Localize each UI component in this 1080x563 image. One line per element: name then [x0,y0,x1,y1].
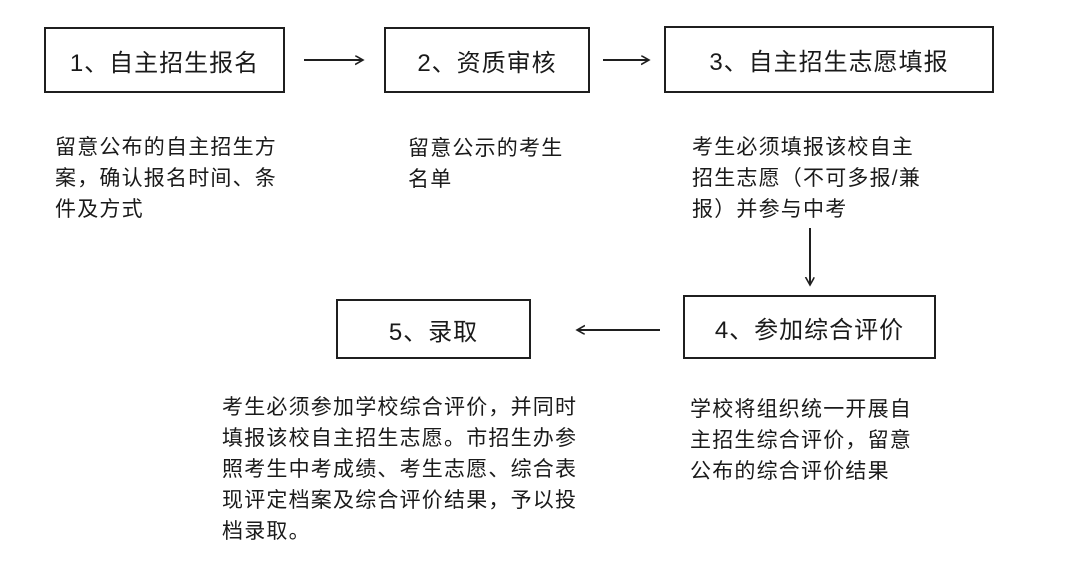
step-label-5: 5、录取 [388,318,479,346]
step-description-4: 学校将组织统一开展自主招生综合评价，留意公布的综合评价结果 [690,398,912,483]
step-box-3: 3、自主招生志愿填报 [664,26,994,93]
step-description-1: 留意公布的自主招生方案，确认报名时间、条件及方式 [55,136,277,221]
step-description-5: 考生必须参加学校综合评价，并同时填报该校自主招生志愿。市招生办参照考生中考成绩、… [222,396,578,543]
step-box-4: 4、参加综合评价 [683,295,936,359]
step-label-3: 3、自主招生志愿填报 [709,49,949,76]
step-box-5: 5、录取 [336,299,531,359]
step-label-1: 1、自主招生报名 [69,49,260,77]
step-box-2: 2、资质审核 [384,27,590,93]
step-description-2: 留意公示的考生名单 [408,137,564,191]
step-label-2: 2、资质审核 [417,49,557,77]
step-description-3: 考生必须填报该校自主招生志愿（不可多报/兼报）并参与中考 [692,136,922,221]
step-box-1: 1、自主招生报名 [44,27,285,93]
step-label-4: 4、参加综合评价 [714,316,905,344]
